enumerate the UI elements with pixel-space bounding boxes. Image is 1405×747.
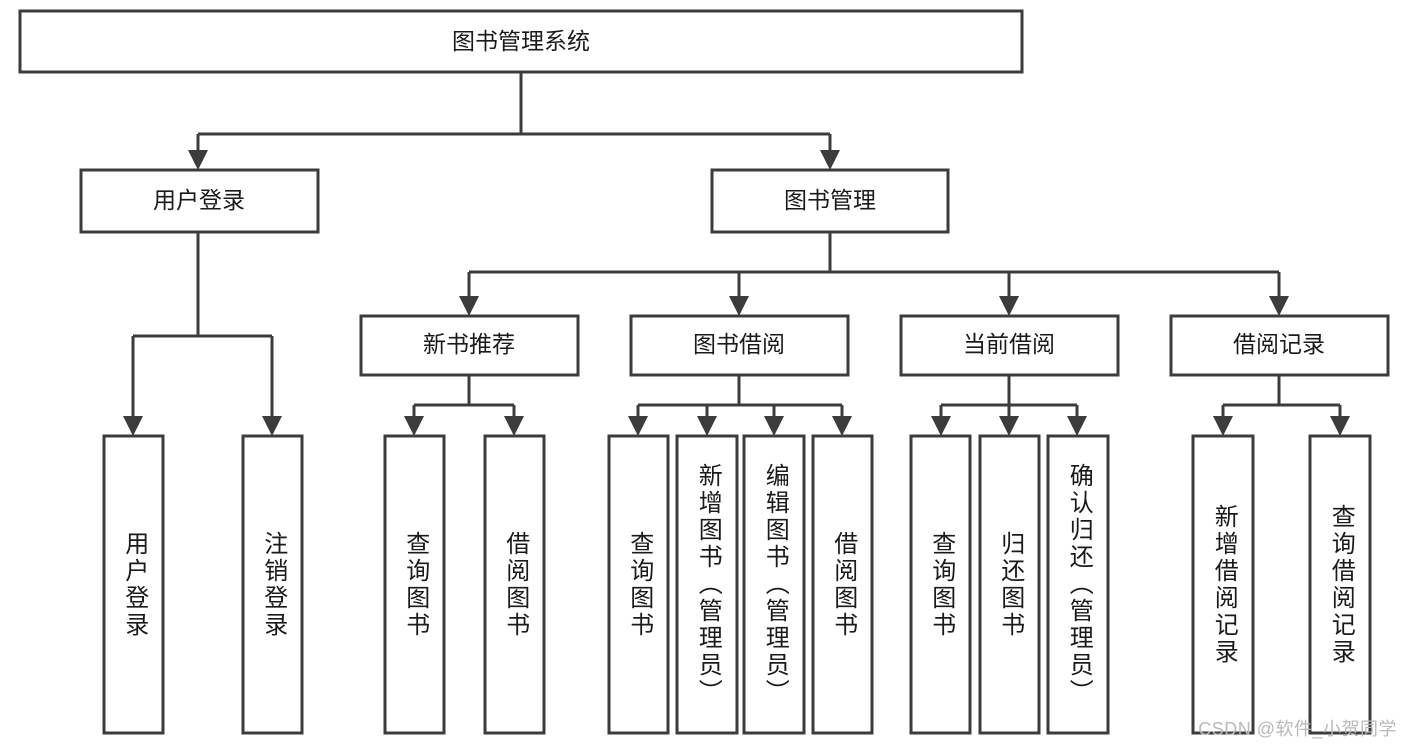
node-box-leaf-bb-borrow-book[interactable] (811, 434, 874, 735)
node-box-leaf-logout[interactable] (241, 434, 304, 735)
node-box-leaf-nb-query-book[interactable] (383, 434, 446, 735)
node-box-leaf-cb-confirm-return[interactable] (1046, 434, 1110, 735)
node-label-book-borrow: 图书借阅 (693, 331, 785, 357)
node-box-leaf-bb-edit-book[interactable] (742, 434, 806, 735)
node-box-leaf-bb-add-book[interactable] (675, 434, 739, 735)
arrow-head-book-borrow (729, 296, 749, 316)
node-box-leaf-cb-return-book[interactable] (978, 434, 1041, 735)
arrow-head-leaf-user-login (123, 416, 143, 436)
node-box-book-borrow[interactable] (629, 314, 850, 377)
node-box-current-borrow[interactable] (899, 314, 1120, 377)
connector-group-book-manage (459, 232, 1289, 316)
node-box-leaf-br-add-record[interactable] (1191, 434, 1255, 735)
watermark-text: CSDN @软件_小贺同学 (1198, 719, 1397, 739)
connector-group-book-borrow (628, 375, 852, 436)
node-box-leaf-cb-query-book[interactable] (909, 434, 972, 735)
arrow-head-leaf-logout (262, 416, 282, 436)
node-box-borrow-record[interactable] (1169, 314, 1390, 377)
arrow-head-bb-leaf3 (764, 416, 784, 436)
arrow-head-bb-leaf2 (697, 416, 717, 436)
connector-group-user-login (123, 232, 282, 436)
node-label-borrow-record: 借阅记录 (1233, 331, 1325, 357)
node-box-user-login[interactable] (79, 168, 320, 234)
connector-group-current-borrow (931, 375, 1087, 436)
arrow-head-nb-leaf1 (404, 416, 424, 436)
connector-group-new-book (404, 375, 524, 436)
arrow-head-current-borrow (999, 296, 1019, 316)
node-label-current-borrow: 当前借阅 (963, 331, 1055, 357)
node-box-leaf-user-login[interactable] (102, 434, 165, 735)
node-box-new-book-recommend[interactable] (359, 314, 580, 377)
connector-group-borrow-record (1213, 375, 1350, 436)
node-box-leaf-bb-query-book[interactable] (607, 434, 670, 735)
node-box-book-manage[interactable] (710, 168, 950, 234)
node-label-user-login: 用户登录 (153, 187, 245, 213)
arrow-head-borrow-record (1269, 296, 1289, 316)
arrow-head-cb-leaf1 (931, 416, 951, 436)
node-box-leaf-nb-borrow-book[interactable] (483, 434, 546, 735)
node-label-root: 图书管理系统 (452, 28, 590, 54)
arrow-head-bb-leaf4 (832, 416, 852, 436)
node-label-new-book-recommend: 新书推荐 (423, 331, 515, 357)
arrow-head-nb-leaf2 (504, 416, 524, 436)
arrow-head-cb-leaf2 (999, 416, 1019, 436)
node-box-root[interactable] (18, 9, 1024, 74)
arrow-head-new-book (459, 296, 479, 316)
arrow-head-bb-leaf1 (628, 416, 648, 436)
arrow-head-user-login (188, 150, 208, 170)
connector-group-root (188, 72, 840, 170)
arrow-head-br-leaf2 (1330, 416, 1350, 436)
arrow-head-cb-leaf3 (1067, 416, 1087, 436)
node-box-leaf-br-query-record[interactable] (1308, 434, 1372, 735)
arrow-head-book-manage (820, 150, 840, 170)
arrow-head-br-leaf1 (1213, 416, 1233, 436)
node-label-book-manage: 图书管理 (784, 187, 876, 213)
